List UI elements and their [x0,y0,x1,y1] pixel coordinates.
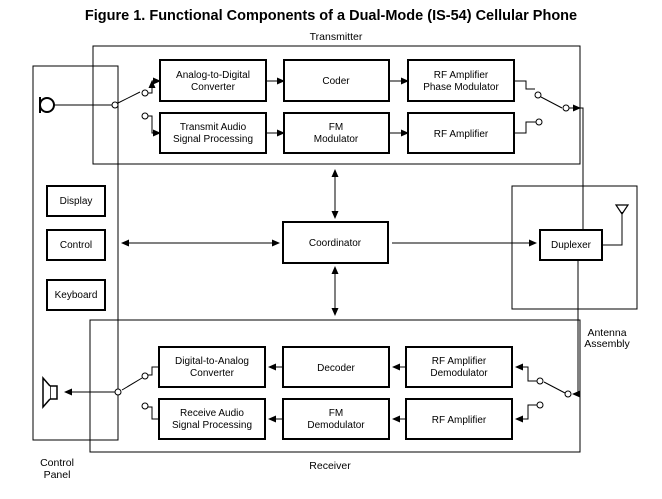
control-panel-frame [32,65,119,441]
tx-output-switch [514,80,581,134]
display-box [46,185,106,217]
figure-title: Figure 1. Functional Components of a Dua… [85,8,577,24]
adc-label-line2: Converter [191,82,236,93]
display-label: Display [60,196,93,207]
fm-modulator-box [283,112,390,154]
control-panel-label-line2: Panel [44,469,71,481]
antenna-assembly-label-line1: Antenna [587,327,626,339]
rf-amp-tx-label: RF Amplifier [434,129,489,140]
rx-audio-label-line1: Receive Audio [180,408,244,419]
control-label: Control [60,240,92,251]
fm-demodulator-label-line2: Demodulator [307,420,365,431]
keyboard-label: Keyboard [55,290,98,301]
fm-modulator-label-line2: Modulator [314,134,359,145]
antenna-assembly-frame [511,185,638,310]
rf-amp-phase-mod-label-line1: RF Amplifier [434,70,489,81]
fm-modulator-label-line1: FM [329,122,343,133]
fm-demodulator-box [282,398,390,440]
adc-label-line1: Analog-to-Digital [176,70,250,81]
rf-amp-demod-label-line2: Demodulator [430,368,488,379]
rf-amp-demod-label-line1: RF Amplifier [432,356,487,367]
fm-demodulator-label-line1: FM [329,408,343,419]
coordinator-label: Coordinator [309,238,362,249]
dac-box [158,346,266,388]
coordinator-box [282,221,389,264]
tx-to-duplexer-wire [578,107,584,231]
keyboard-box [46,279,106,311]
coder-label: Coder [322,76,350,87]
rx-output-switch [64,366,159,420]
rf-amp-rx-label: RF Amplifier [432,415,487,426]
decoder-label: Decoder [317,363,355,374]
transmitter-label: Transmitter [310,31,363,43]
rf-amp-demod-box [405,346,513,388]
duplexer-to-rx-wire [572,260,580,398]
tx-audio-box [159,112,267,154]
coder-box [283,59,390,102]
duplexer-label: Duplexer [551,240,592,251]
receiver-label: Receiver [309,460,351,472]
antenna-icon [602,204,630,246]
decoder-box [282,346,390,388]
rx-input-switch [515,363,572,423]
antenna-assembly-label-line2: Assembly [584,338,630,350]
tx-audio-label-line1: Transmit Audio [180,122,247,133]
tx-input-switch [54,77,161,137]
mic-to-adc-wire [148,80,156,94]
receiver-frame [89,319,581,453]
dac-label-line2: Converter [190,368,235,379]
rf-amp-phase-mod-box [407,59,515,102]
rf-amp-rx-box [405,398,513,440]
rf-amp-phase-mod-label-line2: Phase Modulator [423,82,499,93]
rx-audio-box [158,398,266,440]
control-panel-label-line1: Control [40,457,74,469]
tx-audio-label-line2: Signal Processing [173,134,253,145]
control-box [46,229,106,261]
dac-label-line1: Digital-to-Analog [175,356,249,367]
microphone-icon [39,97,55,113]
rx-audio-label-line2: Signal Processing [172,420,252,431]
mic-to-tx-audio-wire [148,115,161,137]
speaker-icon [42,376,58,409]
